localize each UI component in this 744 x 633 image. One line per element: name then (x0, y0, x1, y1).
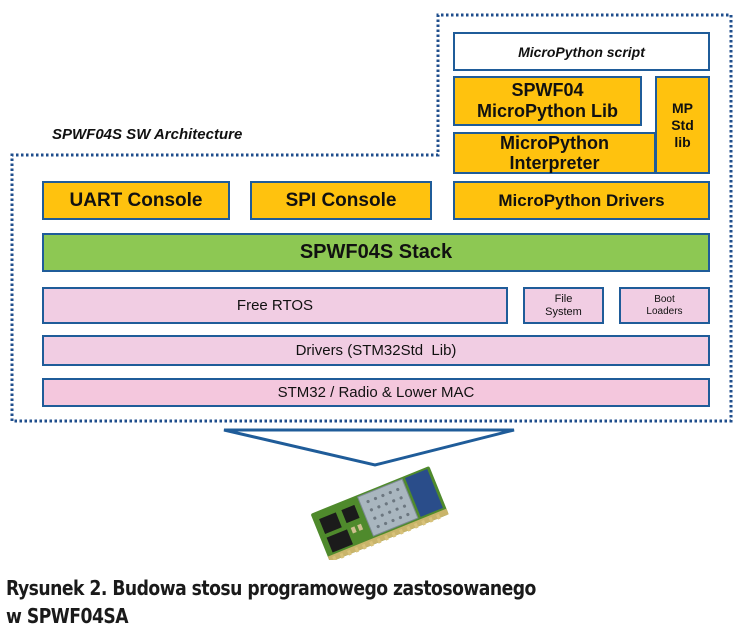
drivers-label: Drivers (STM32Std Lib) (295, 342, 457, 359)
dotted-boundary (10, 13, 733, 423)
antenna (404, 468, 443, 517)
wifi-module-image (311, 466, 449, 560)
free-rtos-label: Free RTOS (236, 297, 314, 314)
boot-loaders-block: Boot Loaders (619, 287, 710, 324)
architecture-outline (10, 13, 733, 467)
drivers-block: Drivers (STM32Std Lib) (42, 335, 710, 366)
free-rtos-block: Free RTOS (42, 287, 508, 324)
hardware-block: STM32 / Radio & Lower MAC (42, 378, 710, 407)
mp-std-lib-line1: MP (672, 99, 693, 116)
hardware-label: STM32 / Radio & Lower MAC (277, 384, 475, 401)
caption-line2: w SPWF04SA (6, 604, 129, 628)
spwf04-micropython-lib-block: SPWF04 MicroPython Lib (453, 76, 642, 126)
file-system-line1: File (554, 292, 573, 305)
interpreter-label-line1: MicroPython (499, 133, 609, 153)
spi-console-label: SPI Console (285, 190, 397, 211)
mp-std-lib-block: MP Std lib (655, 76, 710, 174)
file-system-block: File System (523, 287, 604, 324)
caption-line1: Rysunek 2. Budowa stosu programowego zas… (6, 576, 536, 600)
micropython-script-block: MicroPython script (453, 32, 710, 71)
micropython-drivers-block: MicroPython Drivers (453, 181, 710, 220)
uart-console-block: UART Console (42, 181, 230, 220)
micropython-interpreter-block: MicroPython Interpreter (453, 132, 656, 174)
interpreter-label-line2: Interpreter (509, 153, 600, 173)
spwf04s-stack-block: SPWF04S Stack (42, 233, 710, 272)
mp-std-lib-line2: Std (671, 116, 694, 133)
boot-loaders-line1: Boot (654, 293, 675, 305)
mp-std-lib-line3: lib (674, 133, 691, 150)
micropython-drivers-label: MicroPython Drivers (498, 191, 665, 210)
file-system-line2: System (545, 305, 582, 318)
micropython-script-label: MicroPython script (518, 43, 645, 60)
spwf04-lib-label-line1: SPWF04 (511, 80, 584, 100)
rf-shield (357, 478, 419, 537)
spwf04-lib-label-line2: MicroPython Lib (477, 101, 618, 121)
architecture-title: SPWF04S SW Architecture (52, 126, 243, 143)
figure-caption: Rysunek 2. Budowa stosu programowego zas… (6, 574, 536, 630)
uart-console-label: UART Console (69, 190, 203, 211)
funnel-connector (223, 428, 515, 467)
spi-console-block: SPI Console (250, 181, 432, 220)
stack-label: SPWF04S Stack (299, 241, 453, 263)
boot-loaders-line2: Loaders (646, 305, 683, 317)
